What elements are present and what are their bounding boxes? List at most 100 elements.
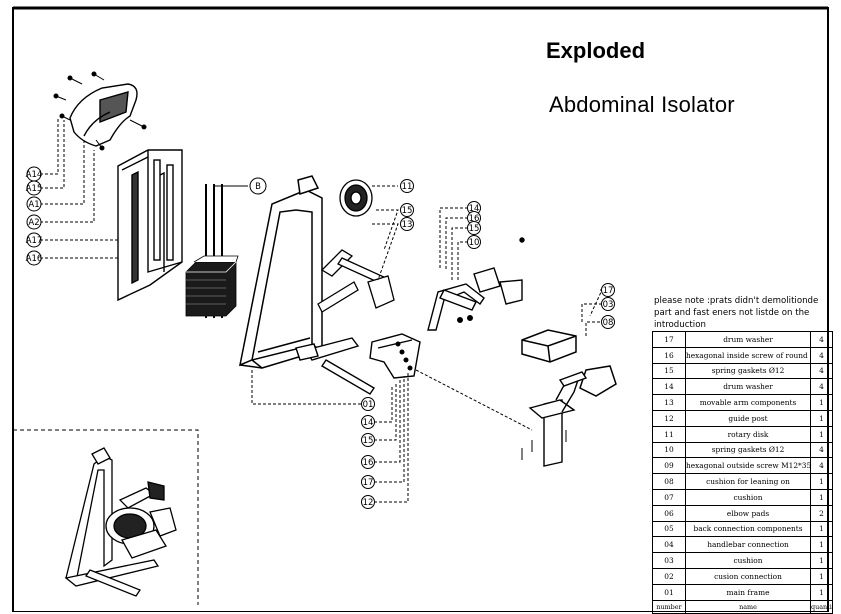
- svg-text:17: 17: [363, 478, 374, 488]
- callouts-left: A14 A15 A1 A2 A17 A16: [26, 166, 43, 266]
- weight-plates: [185, 255, 239, 317]
- callouts-disk: 11 15 13: [400, 179, 414, 231]
- table-cell-name: spring gaskets Ø12: [685, 441, 811, 459]
- table-header-row: numbernamequantity: [652, 599, 833, 614]
- table-cell-qty: 1: [810, 425, 833, 443]
- callout-12: 12: [361, 495, 375, 509]
- svg-text:14: 14: [469, 204, 480, 214]
- rotary-disk: [339, 179, 373, 217]
- table-cell-name: hexagonal outside screw M12*35: [685, 457, 811, 475]
- leader-lines: [40, 118, 603, 503]
- table-cell-qty: 1: [810, 583, 833, 601]
- table-cell-no: 06: [652, 504, 686, 522]
- svg-text:15: 15: [402, 206, 413, 216]
- table-cell-name: hexagonal inside screw of round head M8*…: [685, 346, 811, 364]
- svg-text:B: B: [255, 182, 261, 192]
- svg-text:10: 10: [469, 238, 480, 248]
- table-cell-qty: 4: [810, 346, 833, 364]
- table-cell-no: 16: [652, 346, 686, 364]
- table-cell-no: 11: [652, 425, 686, 443]
- callout-a15: A15: [26, 180, 42, 196]
- callouts-right: 17 03 08: [601, 283, 615, 329]
- svg-text:13: 13: [402, 220, 413, 230]
- table-header-name: name: [685, 599, 811, 614]
- movable-arm: [317, 249, 395, 313]
- callout-13: 13: [400, 217, 414, 231]
- table-cell-name: drum washer: [685, 378, 811, 396]
- callout-16b: 16: [361, 455, 375, 469]
- callout-14b: 14: [361, 415, 375, 429]
- table-cell-name: rotary disk: [685, 425, 811, 443]
- svg-text:15: 15: [363, 436, 374, 446]
- table-cell-qty: 4: [810, 331, 833, 348]
- table-header-qty: quantity: [810, 599, 833, 614]
- table-cell-name: movable arm components: [685, 394, 811, 411]
- table-cell-qty: 4: [810, 441, 833, 459]
- table-cell-no: 04: [652, 536, 686, 554]
- table-cell-no: 08: [652, 473, 686, 490]
- callouts-bottom: 01 14 15 16 17 12: [361, 397, 375, 509]
- main-frame: [238, 175, 325, 369]
- drawing-subtitle: Abdominal Isolator: [549, 92, 735, 117]
- svg-text:16: 16: [469, 214, 480, 224]
- table-cell-name: handlebar connection: [685, 536, 811, 554]
- cap-screws: [53, 71, 147, 151]
- table-cell-qty: 4: [810, 378, 833, 396]
- table-cell-no: 09: [652, 457, 686, 475]
- fasteners: [395, 237, 567, 460]
- table-cell-no: 15: [652, 362, 686, 380]
- table-cell-qty: 1: [810, 409, 833, 427]
- svg-text:08: 08: [603, 318, 614, 328]
- table-cell-no: 12: [652, 409, 686, 427]
- handlebar-assembly: [427, 267, 523, 331]
- assembled-view-frame: [13, 429, 199, 605]
- parts-note: please note :prats didn't demolitionde p…: [654, 296, 819, 330]
- table-cell-name: cusion connection: [685, 567, 811, 585]
- callout-a16: A16: [26, 250, 43, 266]
- table-cell-no: 02: [652, 567, 686, 585]
- svg-text:A16: A16: [26, 254, 43, 264]
- table-cell-name: main frame: [685, 583, 811, 601]
- svg-text:11: 11: [402, 182, 413, 192]
- back-cushion: [579, 365, 617, 397]
- table-cell-name: elbow pads: [685, 504, 811, 522]
- table-cell-qty: 1: [810, 552, 833, 569]
- table-cell-name: spring gaskets Ø12: [685, 362, 811, 380]
- callout-17a: 17: [601, 283, 615, 297]
- callout-15a: 15: [400, 203, 414, 217]
- table-cell-no: 14: [652, 378, 686, 396]
- callout-01: 01: [361, 397, 375, 411]
- weight-stack-column: [117, 149, 183, 302]
- table-cell-qty: 1: [810, 473, 833, 490]
- table-cell-name: cushion: [685, 552, 811, 569]
- callout-a1: A1: [26, 196, 42, 212]
- callout-11: 11: [400, 179, 414, 193]
- table-cell-name: back connection components: [685, 520, 811, 538]
- table-cell-qty: 1: [810, 567, 833, 585]
- callout-08: 08: [601, 315, 615, 329]
- callout-10: 10: [467, 235, 481, 249]
- table-header-no: number: [652, 599, 686, 614]
- svg-text:01: 01: [363, 400, 374, 410]
- svg-text:16: 16: [363, 458, 374, 468]
- svg-text:17: 17: [603, 286, 614, 296]
- pivot-shaft: [295, 337, 375, 395]
- callout-15b: 15: [467, 221, 481, 235]
- table-cell-qty: 1: [810, 488, 833, 506]
- callout-b: B: [249, 177, 267, 195]
- callout-03: 03: [601, 297, 615, 311]
